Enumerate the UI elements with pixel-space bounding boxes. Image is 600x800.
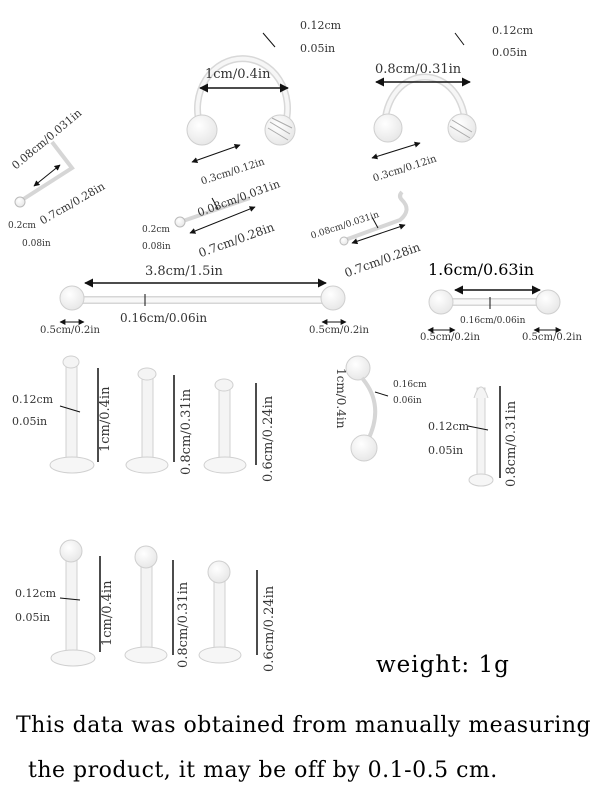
labret-flat-row <box>49 355 257 474</box>
horseshoe-large-gauge-in: 0.05in <box>300 42 336 55</box>
horseshoe-large-gauge-cm: 0.12cm <box>300 19 342 32</box>
industrial-ball-right: 0.5cm/0.2in <box>309 325 369 336</box>
belly-gauge-cm: 0.16cm <box>393 380 427 390</box>
nose-straight-ball-in: 0.08in <box>142 242 171 252</box>
nose-screw <box>339 190 409 246</box>
nose-l-shape <box>14 140 75 208</box>
labret-flat-size-2: 0.8cm/0.31in <box>179 388 194 475</box>
horseshoe-large <box>186 32 296 164</box>
labret-ball-size-1: 1cm/0.4in <box>100 580 115 646</box>
weight-label: weight: 1g <box>376 652 510 678</box>
industrial-length: 3.8cm/1.5in <box>145 264 223 279</box>
measurement-note-line-2: the product, it may be off by 0.1-0.5 cm… <box>28 758 498 783</box>
labret-thin-gauge-in: 0.05in <box>428 444 464 457</box>
tongue-barbell <box>427 285 562 333</box>
horseshoe-small-gauge-cm: 0.12cm <box>492 24 534 37</box>
labret-thin-length: 0.8cm/0.31in <box>504 400 519 487</box>
measurement-note-line-1: This data was obtained from manually mea… <box>16 713 592 738</box>
belly-gauge-in: 0.06in <box>393 396 422 406</box>
horseshoe-small-width: 0.8cm/0.31in <box>375 62 462 77</box>
labret-flat-gauge-cm: 0.12cm <box>12 393 54 406</box>
horseshoe-small-gauge-in: 0.05in <box>492 46 528 59</box>
tongue-length: 1.6cm/0.63in <box>428 260 535 279</box>
industrial-ball-left: 0.5cm/0.2in <box>40 325 100 336</box>
nose-l-ball-cm: 0.2cm <box>8 221 36 231</box>
industrial-gauge: 0.16cm/0.06in <box>120 311 208 325</box>
labret-ball-gauge-in: 0.05in <box>15 611 51 624</box>
labret-ball-row <box>50 539 258 667</box>
tongue-gauge: 0.16cm/0.06in <box>460 316 526 326</box>
tongue-ball-right: 0.5cm/0.2in <box>522 332 582 343</box>
labret-flat-size-1: 1cm/0.4in <box>98 386 113 452</box>
labret-ball-size-3: 0.6cm/0.24in <box>262 585 277 672</box>
labret-ball-size-2: 0.8cm/0.31in <box>176 581 191 668</box>
tongue-ball-left: 0.5cm/0.2in <box>420 332 480 343</box>
belly-length: 1cm/0.4in <box>334 368 348 429</box>
labret-thin <box>467 386 501 487</box>
belly-curve <box>345 355 389 462</box>
nose-straight <box>174 196 256 234</box>
nose-straight-ball-cm: 0.2cm <box>142 225 170 235</box>
labret-thin-gauge-cm: 0.12cm <box>428 420 470 433</box>
horseshoe-small <box>371 32 477 160</box>
horseshoe-large-width: 1cm/0.4in <box>205 67 271 82</box>
labret-flat-gauge-in: 0.05in <box>12 415 48 428</box>
industrial-barbell <box>59 278 347 325</box>
labret-ball-gauge-cm: 0.12cm <box>15 587 57 600</box>
labret-flat-size-3: 0.6cm/0.24in <box>261 395 276 482</box>
nose-l-ball-in: 0.08in <box>22 239 51 249</box>
